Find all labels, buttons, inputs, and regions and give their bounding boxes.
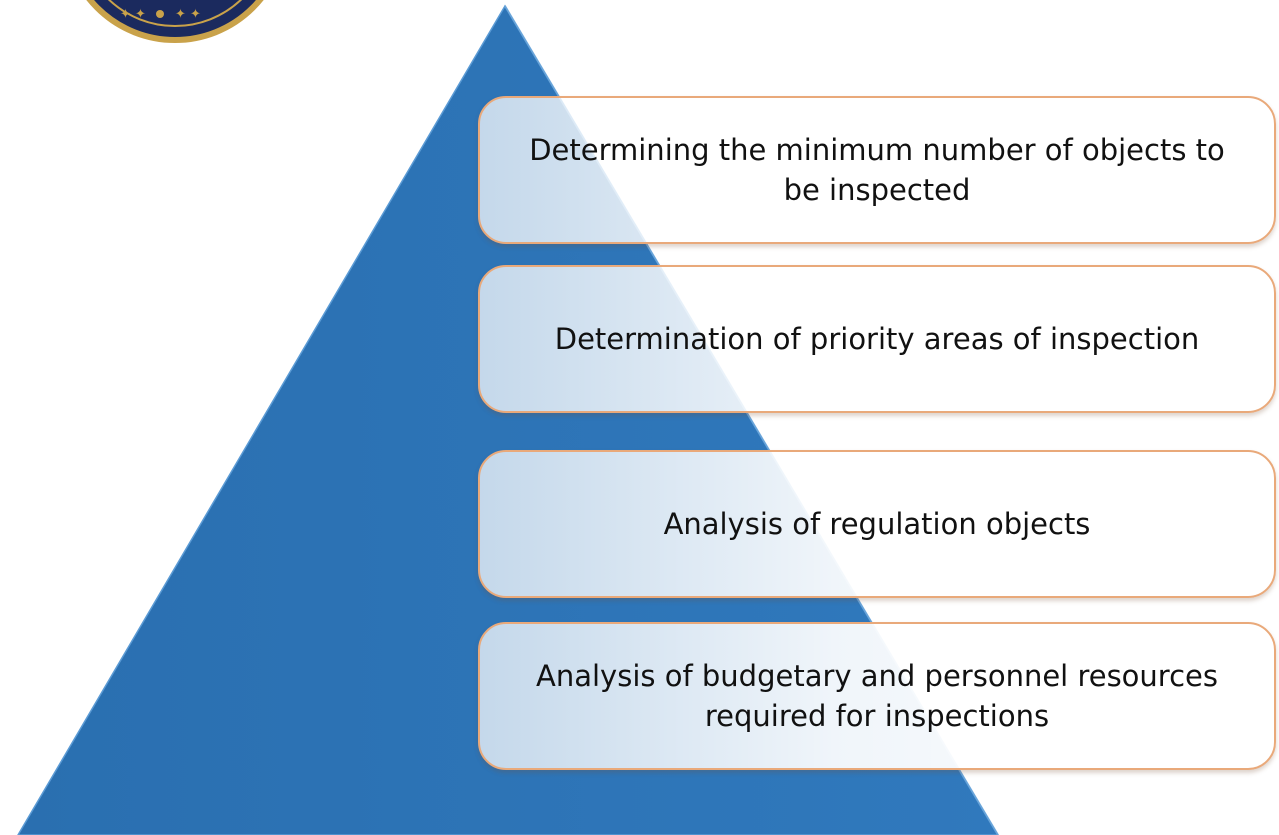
pyramid-level-2-label: Determination of priority areas of inspe… xyxy=(554,322,1200,356)
pyramid-level-1-label: Determining the minimum number of object… xyxy=(529,133,1225,207)
svg-text:✦ ✦: ✦ ✦ xyxy=(175,7,201,22)
pyramid-level-4-box: Analysis of budgetary and personnel reso… xyxy=(478,622,1276,770)
pyramid-level-2-box: Determination of priority areas of inspe… xyxy=(478,265,1276,413)
pyramid-level-4-label: Analysis of budgetary and personnel reso… xyxy=(536,659,1218,733)
pyramid-level-3-box: Analysis of regulation objects xyxy=(478,450,1276,598)
pyramid-level-1-box: Determining the minimum number of object… xyxy=(478,96,1276,244)
svg-text:✦ ✦: ✦ ✦ xyxy=(120,7,146,22)
pyramid-level-3-label: Analysis of regulation objects xyxy=(663,507,1091,541)
seal-emblem-icon: ✦ ✦ ✦ ✦ xyxy=(86,0,264,43)
